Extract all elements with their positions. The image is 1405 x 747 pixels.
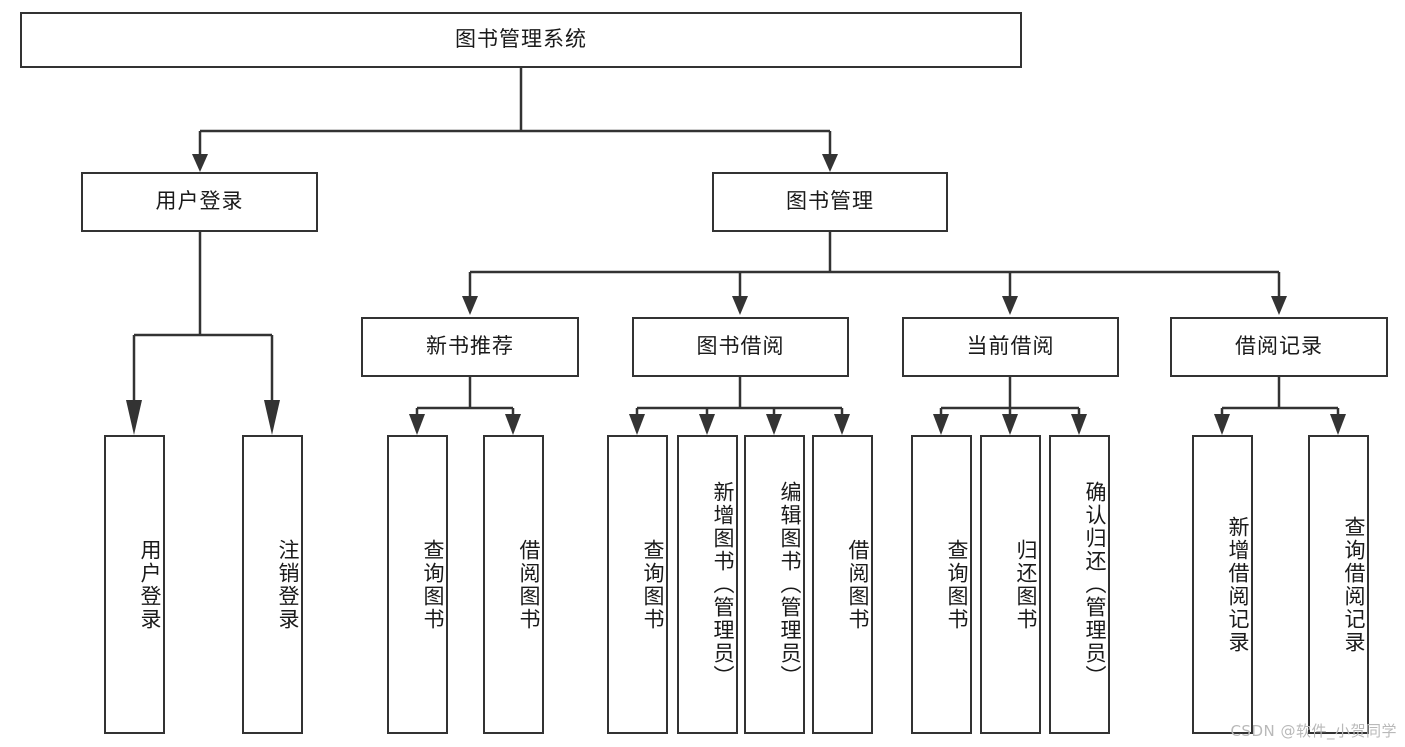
node-label: 借阅图书 [517, 538, 541, 631]
node-label: 新书推荐 [426, 334, 514, 359]
arrowhead-borrow-record [1271, 296, 1287, 315]
node-label: 用户登录 [138, 538, 162, 631]
node-label: 图书管理系统 [455, 27, 587, 52]
arrowhead-bb-leaf-4 [834, 414, 850, 435]
leaf-borrow-record-query[interactable]: 查询借阅记录 [1308, 435, 1369, 734]
leaf-book-borrow-query[interactable]: 查询图书 [607, 435, 668, 734]
arrowhead-br-leaf-1 [1214, 414, 1230, 435]
leaf-new-book-query[interactable]: 查询图书 [387, 435, 448, 734]
node-label: 归还图书 [1014, 538, 1038, 631]
leaf-book-borrow-edit[interactable]: 编辑图书（管理员） [744, 435, 805, 734]
arrowhead-book-manage [822, 154, 838, 172]
node-label: 新增图书（管理员） [711, 481, 735, 688]
leaf-borrow-record-add[interactable]: 新增借阅记录 [1192, 435, 1253, 734]
node-label: 新增借阅记录 [1226, 515, 1250, 654]
arrowhead-book-borrow [732, 296, 748, 315]
node-label: 图书管理 [786, 189, 874, 214]
node-label: 查询图书 [945, 538, 969, 631]
node-borrow-record[interactable]: 借阅记录 [1170, 317, 1388, 377]
node-label: 查询图书 [641, 538, 665, 631]
node-current-borrow[interactable]: 当前借阅 [902, 317, 1119, 377]
node-label: 查询借阅记录 [1342, 515, 1366, 654]
leaf-user-login-logout[interactable]: 注销登录 [242, 435, 303, 734]
arrowhead-bb-leaf-2 [699, 414, 715, 435]
arrowhead-bb-leaf-1 [629, 414, 645, 435]
arrowhead-cb-leaf-3 [1071, 414, 1087, 435]
node-label: 确认归还（管理员） [1083, 481, 1107, 688]
leaf-current-borrow-query[interactable]: 查询图书 [911, 435, 972, 734]
arrowhead-cb-leaf-2 [1002, 414, 1018, 435]
arrowhead-leaf-user-login-2 [264, 400, 280, 435]
node-label: 借阅图书 [846, 538, 870, 631]
arrowhead-current-borrow [1002, 296, 1018, 315]
arrowhead-nbr-leaf-1 [409, 414, 425, 435]
node-label: 注销登录 [276, 538, 300, 631]
node-label: 用户登录 [155, 189, 244, 214]
leaf-current-borrow-return[interactable]: 归还图书 [980, 435, 1041, 734]
leaf-current-borrow-confirm-return[interactable]: 确认归还（管理员） [1049, 435, 1110, 734]
node-label: 图书借阅 [696, 334, 785, 359]
node-label: 编辑图书（管理员） [778, 481, 802, 688]
node-book-borrow[interactable]: 图书借阅 [632, 317, 849, 377]
node-label: 借阅记录 [1235, 334, 1323, 359]
leaf-new-book-borrow[interactable]: 借阅图书 [483, 435, 544, 734]
node-book-management[interactable]: 图书管理 [712, 172, 948, 232]
arrowhead-new-book-recommend [462, 296, 478, 315]
arrowhead-bb-leaf-3 [766, 414, 782, 435]
csdn-watermark: CSDN @软件_小贺同学 [1230, 722, 1397, 740]
arrowhead-nbr-leaf-2 [505, 414, 521, 435]
node-root-book-management-system[interactable]: 图书管理系统 [20, 12, 1022, 68]
node-user-login[interactable]: 用户登录 [81, 172, 318, 232]
arrowhead-br-leaf-2 [1330, 414, 1346, 435]
leaf-book-borrow-borrow[interactable]: 借阅图书 [812, 435, 873, 734]
leaf-user-login-login[interactable]: 用户登录 [104, 435, 165, 734]
node-label: 查询图书 [421, 538, 445, 631]
arrowhead-cb-leaf-1 [933, 414, 949, 435]
arrowhead-leaf-user-login-1 [126, 400, 142, 435]
node-new-book-recommend[interactable]: 新书推荐 [361, 317, 579, 377]
leaf-book-borrow-add[interactable]: 新增图书（管理员） [677, 435, 738, 734]
node-label: 当前借阅 [966, 334, 1055, 359]
arrowhead-user-login [192, 154, 208, 172]
